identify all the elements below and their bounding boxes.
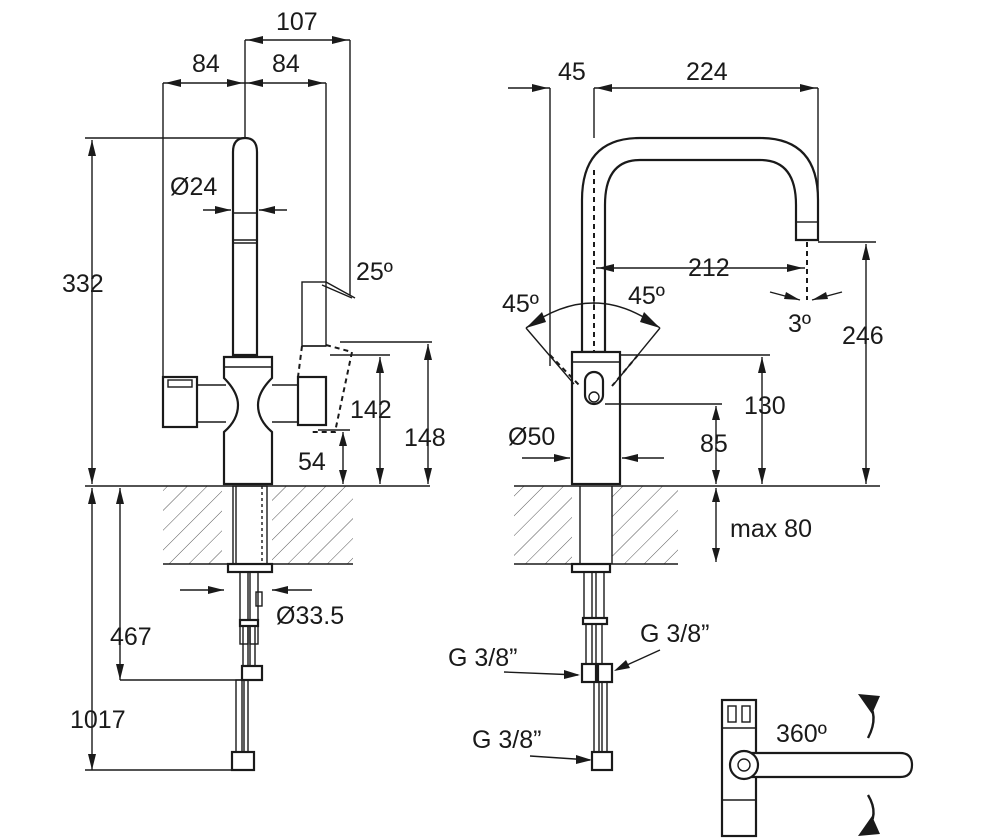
- side-view: [85, 36, 432, 772]
- label-84-left: 84: [192, 50, 220, 78]
- label-212: 212: [688, 254, 730, 282]
- label-45deg-right: 45º: [628, 282, 665, 310]
- label-g38-left: G 3/8”: [448, 644, 517, 672]
- tap-body: [222, 355, 274, 486]
- rotation-detail: [720, 694, 914, 838]
- label-25deg: 25º: [356, 258, 393, 286]
- label-142: 142: [350, 396, 392, 424]
- label-max-80: max 80: [730, 515, 812, 543]
- label-246: 246: [842, 322, 884, 350]
- label-148: 148: [404, 424, 446, 452]
- label-dia-33-5: Ø33.5: [276, 602, 344, 630]
- label-85: 85: [700, 430, 728, 458]
- label-107: 107: [276, 8, 318, 36]
- label-224: 224: [686, 58, 728, 86]
- label-130: 130: [744, 392, 786, 420]
- label-1017: 1017: [70, 706, 126, 734]
- spout-tube: [231, 136, 259, 357]
- label-g38-right: G 3/8”: [640, 620, 709, 648]
- label-360deg: 360º: [776, 720, 827, 748]
- dimension-labels: 107 84 84 Ø24 332 25º 142 148 54 467 101…: [62, 8, 884, 754]
- label-g38-bottom: G 3/8”: [472, 726, 541, 754]
- u-spout: [580, 136, 820, 354]
- rotating-lever: [742, 751, 914, 779]
- front-view: [503, 84, 880, 772]
- label-45: 45: [558, 58, 586, 86]
- label-45deg-left: 45º: [502, 290, 539, 318]
- label-3deg: 3º: [788, 310, 811, 338]
- label-84-right: 84: [272, 50, 300, 78]
- label-54: 54: [298, 448, 326, 476]
- label-332: 332: [62, 270, 104, 298]
- label-dia-50: Ø50: [508, 423, 555, 451]
- label-467: 467: [110, 623, 152, 651]
- right-handle: [296, 375, 328, 427]
- label-dia-24: Ø24: [170, 173, 217, 201]
